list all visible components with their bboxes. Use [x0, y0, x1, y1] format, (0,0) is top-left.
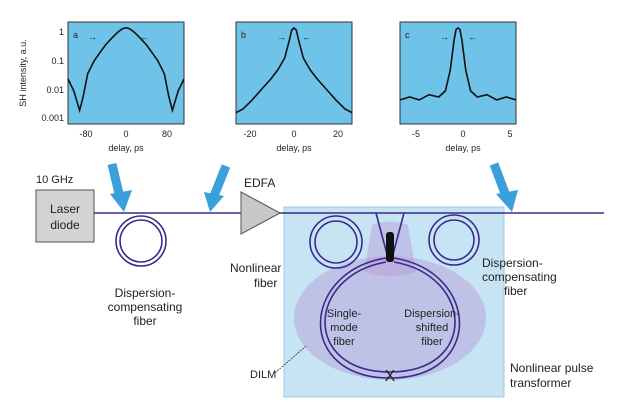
transformer-label-line2: transformer — [510, 376, 571, 390]
panel-letter: b — [241, 30, 246, 40]
probe-arrow-1 — [107, 162, 125, 200]
probe-arrow-1-head — [110, 190, 132, 212]
x-tick-label: 0 — [460, 129, 465, 139]
fwhm-arrow-right: ← — [140, 32, 149, 42]
y-tick-label: 0.01 — [46, 85, 64, 95]
sh-trace-c — [399, 27, 517, 101]
cross-mark: X — [385, 368, 396, 385]
dcf-right-coil — [428, 214, 480, 266]
x-tick-label: 5 — [507, 129, 512, 139]
dsf-label-line3: fiber — [421, 336, 443, 348]
y-tick-label: 0.001 — [41, 113, 64, 123]
y-tick-label: 1 — [59, 27, 64, 37]
dcf-left-label-line2: compensating — [108, 300, 183, 314]
nonlinear-fiber-label-line2: fiber — [254, 276, 277, 290]
nonlinear-fiber-coil-inner — [314, 220, 358, 264]
dcf-right-coil-inner — [433, 219, 475, 261]
dcf-left-label-line3: fiber — [133, 314, 156, 328]
plot-background — [67, 21, 185, 125]
fwhm-arrow-left: → — [88, 32, 97, 42]
fiber-path — [94, 212, 604, 379]
smf-label-line3: fiber — [333, 336, 355, 348]
dcf-left-coil-inner — [119, 219, 163, 263]
fwhm-arrow-left: → — [277, 32, 286, 42]
probe-arrows — [107, 162, 518, 212]
panel-letter: a — [73, 30, 78, 40]
sh-trace-b — [235, 26, 353, 114]
edfa-label: EDFA — [244, 176, 275, 190]
laser-diode-label-line2: diode — [50, 218, 80, 232]
probe-arrow-3-head — [496, 190, 518, 212]
y-tick-label: 0.1 — [51, 56, 64, 66]
dilm-loop — [319, 257, 461, 379]
frequency-label: 10 GHz — [36, 174, 73, 186]
x-axis-label: delay, ps — [445, 143, 481, 153]
dilm-loop-inner — [324, 261, 456, 373]
x-tick-label: 0 — [291, 129, 296, 139]
fwhm-arrow-left: → — [440, 32, 449, 42]
plot-panel-b: b → ← -20 0 20 delay, ps — [235, 21, 353, 153]
smf-label-line2: mode — [330, 322, 358, 334]
x-tick-label: -80 — [79, 129, 92, 139]
x-tick-label: 80 — [162, 129, 172, 139]
plot-background — [399, 21, 517, 125]
y-axis-label: SH intensity, a.u. — [18, 39, 28, 106]
probe-arrow-3 — [489, 162, 511, 198]
edfa-amplifier-icon — [240, 191, 282, 235]
fwhm-arrow-right: ← — [302, 32, 311, 42]
dcf-right-label-line2: compensating — [482, 270, 557, 284]
x-tick-label: 0 — [123, 129, 128, 139]
x-tick-label: -20 — [243, 129, 256, 139]
plot-panel-a: a → ← 1 0.1 0.01 0.001 -80 0 80 delay, p… — [18, 21, 185, 153]
dilm-glow — [294, 256, 486, 380]
laser-diode-label-line1: Laser — [50, 202, 80, 216]
probe-arrow-2 — [209, 164, 231, 198]
transformer-label-line1: Nonlinear pulse — [510, 361, 594, 375]
x-axis-label: delay, ps — [276, 143, 312, 153]
nonlinear-fiber-label-line1: Nonlinear — [230, 261, 281, 275]
dsf-label-line2: shifted — [416, 322, 448, 334]
dcf-left-label-line1: Dispersion- — [115, 286, 176, 300]
nonlinear-fiber-coil — [309, 215, 363, 269]
coupler — [386, 232, 394, 262]
dilm-label: DILM — [250, 369, 276, 381]
smf-label-line1: Single- — [327, 308, 362, 320]
plot-panel-c: c → ← -5 0 5 delay, ps — [399, 21, 517, 153]
dilm-leader-line — [274, 345, 307, 374]
x-axis-label: delay, ps — [108, 143, 144, 153]
x-tick-label: -5 — [412, 129, 420, 139]
panel-letter: c — [405, 30, 410, 40]
sh-trace-a — [67, 27, 185, 114]
dcf-right-label-line1: Dispersion- — [482, 256, 543, 270]
dcf-right-label-line3: fiber — [504, 284, 527, 298]
dsf-label-line1: Dispersion- — [404, 308, 460, 320]
x-tick-label: 20 — [333, 129, 343, 139]
dcf-left-coil — [115, 215, 167, 267]
fwhm-arrow-right: ← — [468, 32, 477, 42]
plot-background — [235, 21, 353, 125]
laser-diode-box — [35, 189, 95, 243]
probe-arrow-2-head — [204, 192, 224, 212]
